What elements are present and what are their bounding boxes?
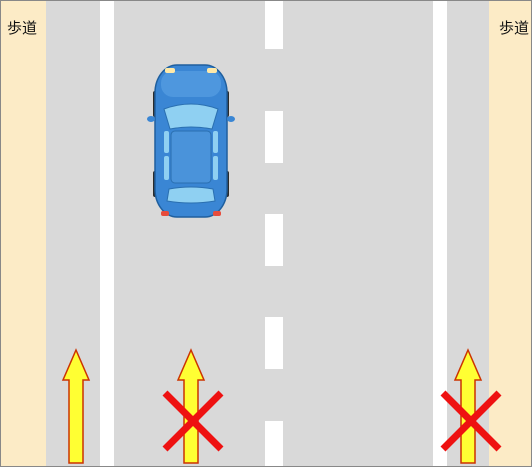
up-arrow-icon	[63, 350, 89, 463]
car-top-view-icon	[147, 65, 235, 217]
